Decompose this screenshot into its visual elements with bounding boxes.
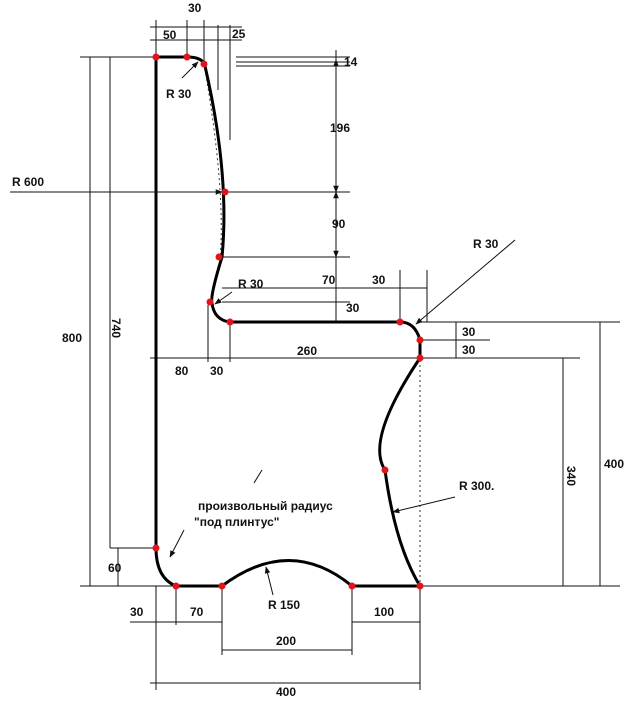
point: [416, 354, 424, 362]
dim-400-side: 400: [604, 457, 624, 471]
point: [215, 253, 223, 261]
radius-30-corner: R 30: [473, 237, 499, 251]
side-dimension-labels: 30 30 340 400: [462, 325, 624, 486]
leader-arrows: [10, 61, 516, 596]
dim-25: 25: [232, 27, 246, 41]
dim-30-d: 30: [462, 343, 476, 357]
dim-100: 100: [374, 605, 394, 619]
dim-60: 60: [108, 561, 122, 575]
profile-points: [152, 53, 424, 590]
dim-30-seat: 30: [210, 364, 224, 378]
dim-50: 50: [163, 28, 177, 42]
bottom-dimension-labels: 30 70 200 100 400: [130, 605, 394, 699]
point: [416, 336, 424, 344]
dim-80: 80: [175, 364, 189, 378]
note-line-2: "под плинтус": [194, 515, 279, 529]
construction-lines: [203, 63, 421, 586]
dim-30-top: 30: [188, 1, 202, 15]
dim-70-bottom: 70: [190, 605, 204, 619]
dim-196: 196: [330, 121, 350, 135]
point: [206, 298, 214, 306]
dim-260: 260: [297, 344, 317, 358]
point: [152, 544, 160, 552]
point: [348, 582, 356, 590]
point: [172, 582, 180, 590]
dim-70: 70: [322, 273, 336, 287]
point: [381, 466, 389, 474]
seat-dimension-labels: 80 30 260: [175, 344, 317, 378]
dim-14: 14: [344, 55, 358, 69]
point: [226, 318, 234, 326]
left-dimension-labels: 800 740 60: [62, 318, 123, 575]
dim-340: 340: [564, 466, 578, 486]
baseboard-note: произвольный радиус "под плинтус": [194, 499, 333, 529]
top-dimension-labels: 50 30 25: [163, 1, 246, 42]
radius-300: R 300.: [459, 479, 494, 493]
point: [218, 582, 226, 590]
point: [396, 318, 404, 326]
radius-600: R 600: [12, 175, 44, 189]
dim-30-c: 30: [462, 325, 476, 339]
dim-90: 90: [332, 217, 346, 231]
radius-30-top: R 30: [166, 87, 192, 101]
dim-30-a: 30: [372, 273, 386, 287]
point: [221, 188, 229, 196]
point: [200, 60, 208, 68]
dim-30-bottom: 30: [130, 605, 144, 619]
point: [183, 53, 191, 61]
point: [152, 53, 160, 61]
radius-30-seat: R 30: [238, 277, 264, 291]
dimension-lines: [80, 20, 620, 690]
right-dimension-labels: 14 196 90 70 30 30: [322, 55, 386, 315]
radius-labels: R 30 R 600 R 30 R 30 R 300. R 150: [12, 87, 499, 612]
note-line-1: произвольный радиус: [198, 499, 333, 513]
dim-800: 800: [62, 331, 82, 345]
dim-30-b: 30: [346, 301, 360, 315]
dim-200: 200: [276, 634, 296, 648]
dim-740: 740: [109, 318, 123, 338]
dim-400-bottom: 400: [276, 685, 296, 699]
radius-150: R 150: [268, 598, 300, 612]
point: [416, 582, 424, 590]
